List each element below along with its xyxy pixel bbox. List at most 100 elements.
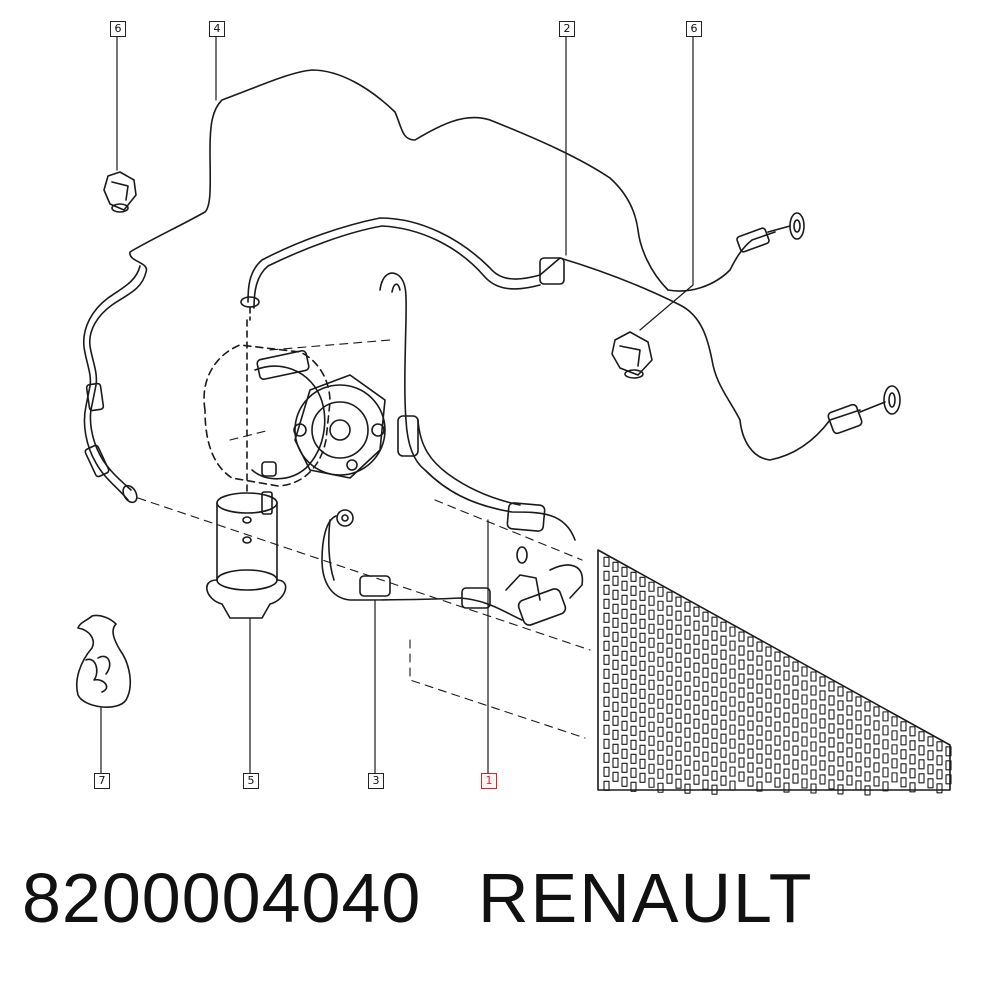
condenser-fin-cell [603, 738, 610, 749]
condenser-fin-cell [666, 647, 673, 658]
condenser-fin-cell [909, 782, 916, 793]
condenser-fin-cell [738, 729, 745, 740]
condenser-fin-cell [630, 711, 637, 722]
condenser-fin-cell [684, 601, 691, 612]
condenser-fin-cell [693, 648, 700, 659]
condenser-fin-cell [675, 750, 682, 761]
condenser-fin-cell [639, 660, 646, 671]
condenser-fin-cell [612, 771, 619, 782]
condenser-fin-cell [693, 662, 700, 673]
condenser-fin-cell [882, 781, 889, 792]
condenser-fin-cell [648, 679, 655, 690]
condenser-fin-cell [711, 658, 718, 669]
condenser-fin-cell [747, 664, 754, 675]
condenser-fin-cell [882, 725, 889, 736]
condenser-fin-cell [621, 636, 628, 647]
condenser-fin-cell [702, 639, 709, 650]
condenser-fin-cell [693, 704, 700, 715]
condenser-fin-cell [648, 721, 655, 732]
condenser-fin-cell [702, 779, 709, 790]
condenser-fin-cell [774, 651, 781, 662]
condenser-fin-cell [819, 676, 826, 687]
condenser-fin-cell [756, 683, 763, 694]
condenser-fin-cell [864, 701, 871, 712]
condenser-fin-cell [801, 680, 808, 691]
condenser-fin-cell [702, 653, 709, 664]
condenser-fin-cell [765, 744, 772, 755]
condenser-fin-cell [702, 765, 709, 776]
condenser-fin-cell [720, 649, 727, 660]
condenser-fin-cell [648, 763, 655, 774]
condenser-fin-cell [927, 764, 934, 775]
condenser-fin-cell [747, 692, 754, 703]
condenser-fin-cell [765, 716, 772, 727]
condenser-fin-cell [738, 701, 745, 712]
condenser-fin-cell [702, 737, 709, 748]
condenser-fin-cell [846, 733, 853, 744]
condenser-fin-cell [720, 621, 727, 632]
condenser-fin-cell [603, 668, 610, 679]
condenser-fin-cell [864, 729, 871, 740]
condenser-fin-cell [783, 740, 790, 751]
condenser-fin-cell [702, 611, 709, 622]
condenser-fin-cell [720, 705, 727, 716]
condenser-fin-cell [819, 690, 826, 701]
condenser-fin-cell [657, 642, 664, 653]
condenser-fin-cell [846, 719, 853, 730]
condenser-fin-cell [864, 743, 871, 754]
condenser-fin-cell [774, 665, 781, 676]
condenser-fin-cell [837, 742, 844, 753]
condenser-fin-cell [729, 766, 736, 777]
condenser-fin-cell [630, 739, 637, 750]
condenser-fin-cell [612, 645, 619, 656]
pipe-4 [83, 69, 805, 504]
condenser-fin-cell [828, 695, 835, 706]
condenser-fin-cell [801, 666, 808, 677]
desiccant-bag [76, 614, 132, 708]
condenser-fin-cell [603, 752, 610, 763]
condenser-fin-cell [666, 717, 673, 728]
condenser-fin-cell [675, 610, 682, 621]
condenser-fin-cell [774, 777, 781, 788]
condenser-fin-cell [693, 676, 700, 687]
condenser-fin-cell [864, 715, 871, 726]
condenser-fin-cell [639, 730, 646, 741]
condenser-fin-cell [648, 637, 655, 648]
condenser-fin-cell [891, 744, 898, 755]
condenser-fin-cell [648, 777, 655, 788]
condenser-fin-cell [729, 696, 736, 707]
condenser-fin-cell [630, 781, 637, 792]
condenser-fin-cell [747, 748, 754, 759]
condenser-fin-cell [639, 772, 646, 783]
condenser-fin-cell [774, 763, 781, 774]
condenser-fin-cell [783, 712, 790, 723]
condenser-fin-cell [693, 634, 700, 645]
condenser-fin-cell [783, 698, 790, 709]
condenser-fin-cell [810, 699, 817, 710]
condenser-fin-cell [603, 724, 610, 735]
condenser-fin-cell [702, 681, 709, 692]
condenser-fin-cell [630, 725, 637, 736]
condenser-fin-cell [684, 643, 691, 654]
condenser-fin-cell [765, 772, 772, 783]
condenser-fin-cell [873, 720, 880, 731]
condenser-fin-cell [612, 659, 619, 670]
assembly-dashed-lines [137, 339, 591, 739]
dehydration-bottle [206, 319, 287, 619]
condenser-fin-cell [819, 746, 826, 757]
condenser-fin-cell [864, 757, 871, 768]
condenser-fin-cell [675, 638, 682, 649]
condenser-fin-cell [693, 746, 700, 757]
condenser-fin-cell [828, 709, 835, 720]
condenser-fin-cell [639, 632, 646, 643]
condenser-fin-cell [684, 699, 691, 710]
condenser-fin-cell [666, 745, 673, 756]
condenser-fin-cell [756, 711, 763, 722]
condenser-fin-cell [828, 737, 835, 748]
condenser-fin-cell [909, 754, 916, 765]
condenser-fin-cell [927, 778, 934, 789]
condenser-fin-cell [621, 734, 628, 745]
condenser-fin-cell [711, 728, 718, 739]
condenser-fin-cell [639, 674, 646, 685]
condenser-fin-cell [612, 715, 619, 726]
